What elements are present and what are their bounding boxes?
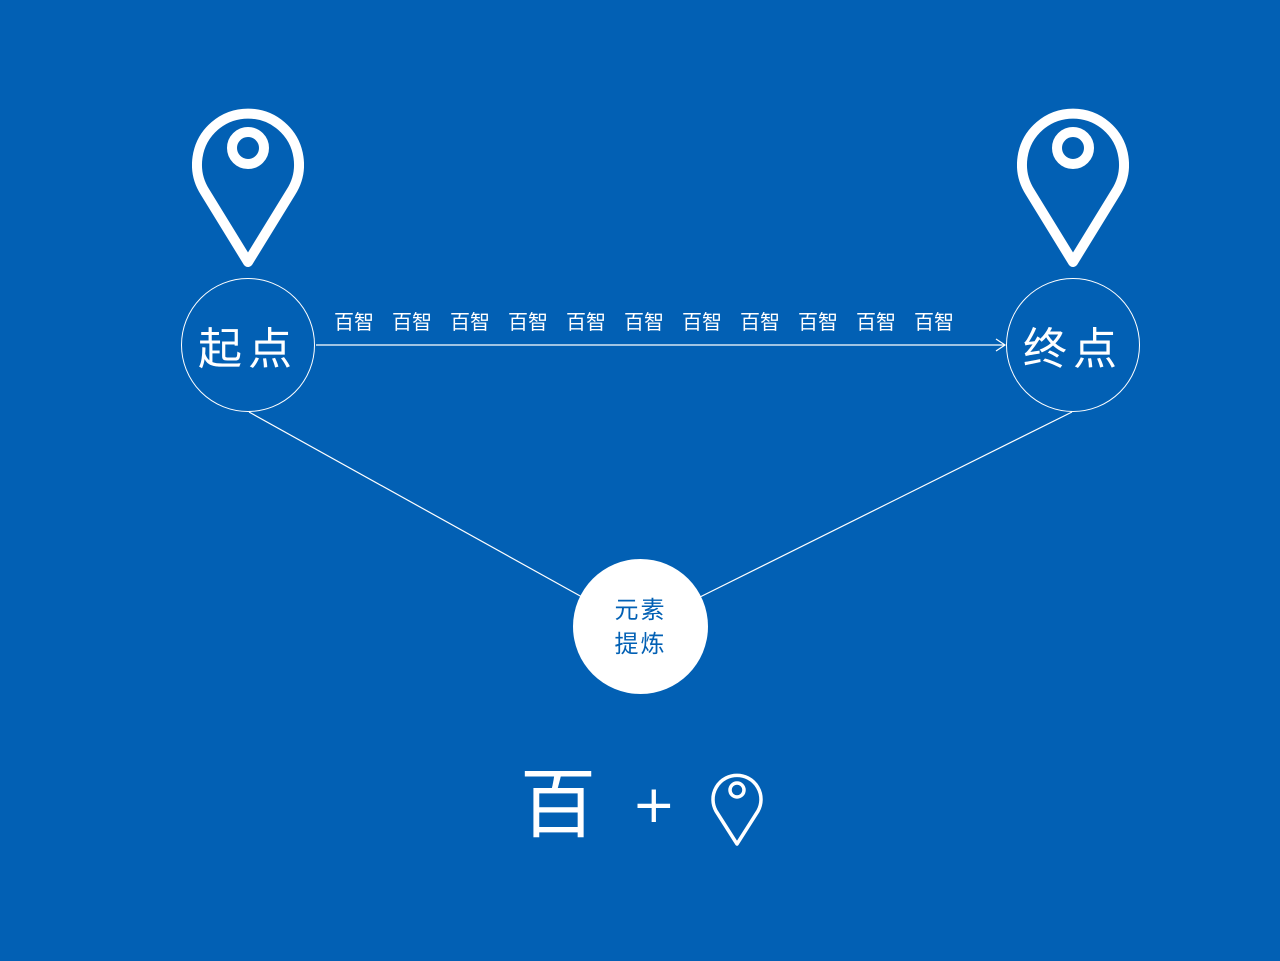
end-node: 终点 [1006, 278, 1140, 412]
path-word: 百智 [392, 310, 432, 334]
location-pin-icon [1017, 108, 1129, 267]
center-node-label-line2: 提炼 [614, 629, 667, 658]
start-node-label: 起点 [198, 324, 298, 375]
formula-operator: + [632, 775, 676, 835]
center-node: 元素 提炼 [573, 559, 708, 694]
location-pin-icon [710, 773, 763, 846]
formula: 百 + [520, 760, 764, 850]
arrow-head [995, 338, 1007, 352]
path-word: 百智 [798, 310, 838, 334]
path-word: 百智 [566, 310, 606, 334]
path-word: 百智 [682, 310, 722, 334]
location-pin-icon [192, 108, 304, 267]
end-to-center-line [699, 411, 1073, 598]
path-word: 百智 [856, 310, 896, 334]
formula-character: 百 [520, 760, 596, 849]
end-node-label: 终点 [1023, 324, 1123, 375]
start-to-center-line [248, 411, 583, 598]
path-word-sequence: 百智 百智 百智 百智 百智 百智 百智 百智 百智 百智 百智 [334, 306, 974, 335]
path-word: 百智 [624, 310, 664, 334]
path-word: 百智 [740, 310, 780, 334]
path-word: 百智 [450, 310, 490, 334]
path-word: 百智 [914, 310, 954, 334]
path-word: 百智 [334, 310, 374, 334]
center-node-label-line1: 元素 [614, 595, 667, 624]
start-node: 起点 [181, 278, 315, 412]
path-word: 百智 [508, 310, 548, 334]
